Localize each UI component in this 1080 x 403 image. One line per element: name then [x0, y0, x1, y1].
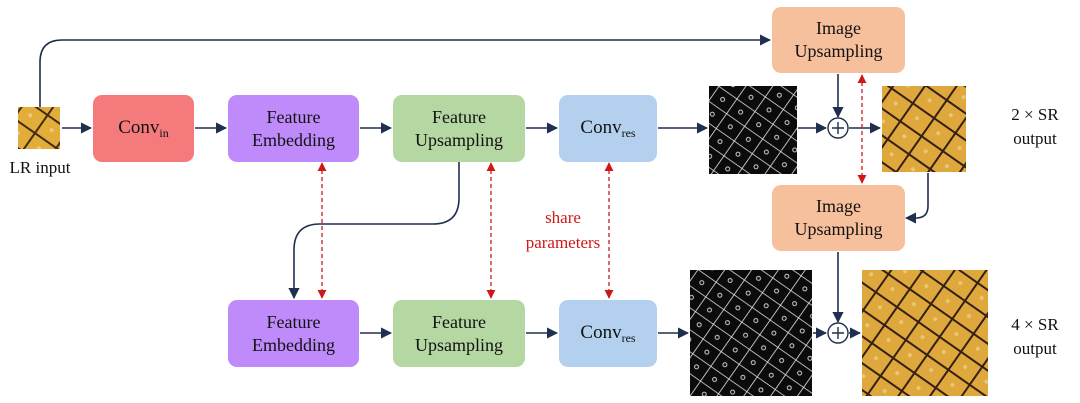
sr-output-2x-image: [882, 86, 966, 172]
conv-res-top-main: Conv: [580, 117, 622, 138]
feature-embedding-box-bottom: Feature Embedding: [228, 300, 359, 367]
feature-upsampling-box-bottom: Feature Upsampling: [393, 300, 525, 367]
image-upsampling-mid-line2: Upsampling: [794, 219, 883, 239]
feature-embedding-top-line2: Embedding: [252, 129, 335, 150]
conv-res-box-bottom: Convres: [559, 300, 657, 367]
image-upsampling-mid-line1: Image: [816, 196, 861, 216]
sr2-line1: 2 × SR: [1011, 105, 1059, 124]
image-upsampling-top-line2: Upsampling: [794, 41, 883, 61]
feature-embedding-box-top: Feature Embedding: [228, 95, 359, 162]
sr4-line1: 4 × SR: [1011, 315, 1059, 334]
sr-output-4x-label: 4 × SR output: [990, 313, 1080, 361]
conv-res-bottom-main: Conv: [580, 322, 622, 343]
image-upsampling-box-mid: Image Upsampling: [772, 185, 905, 251]
arrow-input-to-image-upsampling: [39, 34, 772, 107]
lr-input-label: LR input: [9, 158, 71, 177]
sr-output-4x-image: [862, 270, 988, 396]
image-upsampling-top-line1: Image: [816, 18, 861, 38]
residual-map-2x: [709, 86, 797, 174]
arrow-output-2x-to-image-upsampling: [904, 173, 929, 224]
share-parameters-label: share parameters: [515, 205, 611, 255]
share-label-line2: parameters: [525, 233, 601, 252]
feature-embedding-top-line1: Feature: [266, 106, 321, 127]
sum-node-bottom: [827, 322, 849, 344]
conv-in-main: Conv: [118, 117, 160, 138]
feature-upsampling-box-top: Feature Upsampling: [393, 95, 525, 162]
residual-map-4x: [690, 270, 812, 396]
sr-output-2x-label: 2 × SR output: [990, 103, 1080, 151]
feature-upsampling-top-line2: Upsampling: [415, 129, 503, 150]
feature-embedding-bottom-line2: Embedding: [252, 334, 335, 355]
image-upsampling-box-top: Image Upsampling: [772, 7, 905, 73]
conv-res-box-top: Convres: [559, 95, 657, 162]
conv-in-box: Convin: [93, 95, 194, 162]
feature-upsampling-bottom-line2: Upsampling: [415, 334, 503, 355]
arrow-upsampling-to-bottom-embedding: [288, 162, 460, 300]
feature-upsampling-top-line1: Feature: [432, 106, 486, 127]
feature-upsampling-bottom-line1: Feature: [432, 311, 486, 332]
conv-res-top-sub: res: [621, 126, 636, 140]
share-label-line1: share: [545, 208, 581, 227]
sum-node-top: [827, 117, 849, 139]
conv-in-sub: in: [159, 126, 169, 140]
sr2-line2: output: [1013, 129, 1057, 148]
conv-res-bottom-sub: res: [621, 331, 636, 345]
lr-input-image: [18, 107, 60, 149]
feature-embedding-bottom-line1: Feature: [266, 311, 321, 332]
sr4-line2: output: [1013, 339, 1057, 358]
